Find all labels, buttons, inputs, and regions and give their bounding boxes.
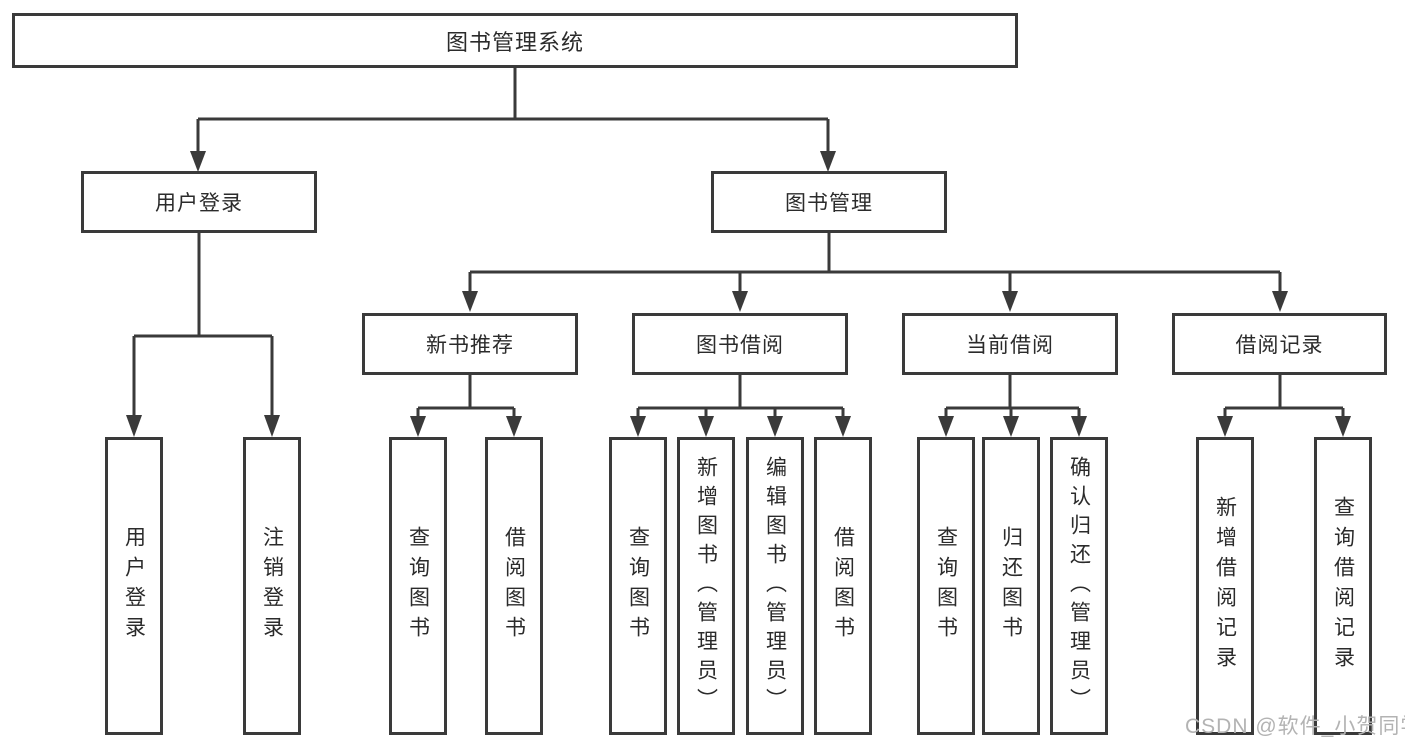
arrowhead-icon — [126, 415, 142, 437]
leaf-query-borrow-record: 查询借阅记录 — [1314, 437, 1372, 735]
arrowhead-icon — [264, 415, 280, 437]
arrowhead-icon — [462, 291, 478, 312]
leaf-label: 编辑图书（管理员） — [763, 455, 787, 717]
leaf-edit-books-admin: 编辑图书（管理员） — [746, 437, 804, 735]
node-current-borrowing: 当前借阅 — [902, 313, 1118, 375]
arrowhead-icon — [698, 416, 714, 437]
csdn-watermark: CSDN @软件_小贺同学 — [1185, 715, 1405, 738]
leaf-label: 查询图书 — [406, 526, 430, 646]
leaf-query-books-1: 查询图书 — [389, 437, 447, 735]
node-library-system: 图书管理系统 — [12, 13, 1018, 68]
arrowhead-icon — [1071, 416, 1087, 437]
arrowhead-icon — [820, 151, 836, 172]
leaf-query-books-3: 查询图书 — [917, 437, 975, 735]
leaf-logout: 注销登录 — [243, 437, 301, 735]
leaf-borrow-books-1: 借阅图书 — [485, 437, 543, 735]
leaf-label: 注销登录 — [260, 526, 284, 646]
arrowhead-icon — [1217, 416, 1233, 437]
leaf-label: 查询图书 — [934, 526, 958, 646]
arrowhead-icon — [835, 416, 851, 437]
arrowhead-icon — [410, 416, 426, 437]
node-new-book-recommendation: 新书推荐 — [362, 313, 578, 375]
leaf-add-books-admin: 新增图书（管理员） — [677, 437, 735, 735]
node-book-borrowing: 图书借阅 — [632, 313, 848, 375]
arrowhead-icon — [506, 416, 522, 437]
leaf-label: 查询借阅记录 — [1331, 496, 1355, 676]
leaf-borrow-books-2: 借阅图书 — [814, 437, 872, 735]
leaf-return-books: 归还图书 — [982, 437, 1040, 735]
arrowhead-icon — [767, 416, 783, 437]
leaf-add-borrow-record: 新增借阅记录 — [1196, 437, 1254, 735]
arrowhead-icon — [190, 151, 206, 172]
leaf-label: 确认归还（管理员） — [1067, 455, 1091, 717]
leaf-query-books-2: 查询图书 — [609, 437, 667, 735]
arrowhead-icon — [630, 416, 646, 437]
arrowhead-icon — [938, 416, 954, 437]
leaf-label: 查询图书 — [626, 526, 650, 646]
leaf-user-login: 用户登录 — [105, 437, 163, 735]
leaf-label: 新增借阅记录 — [1213, 496, 1237, 676]
node-user-login: 用户登录 — [81, 171, 317, 233]
arrowhead-icon — [1272, 291, 1288, 312]
arrowhead-icon — [1335, 416, 1351, 437]
leaf-label: 借阅图书 — [502, 526, 526, 646]
arrowhead-icon — [732, 291, 748, 312]
arrowhead-icon — [1002, 291, 1018, 312]
leaf-label: 借阅图书 — [831, 526, 855, 646]
leaf-confirm-return-admin: 确认归还（管理员） — [1050, 437, 1108, 735]
leaf-label: 用户登录 — [122, 526, 146, 646]
leaf-label: 归还图书 — [999, 526, 1023, 646]
node-borrowing-records: 借阅记录 — [1172, 313, 1387, 375]
leaf-label: 新增图书（管理员） — [694, 455, 718, 717]
arrowhead-icon — [1003, 416, 1019, 437]
node-book-management: 图书管理 — [711, 171, 947, 233]
